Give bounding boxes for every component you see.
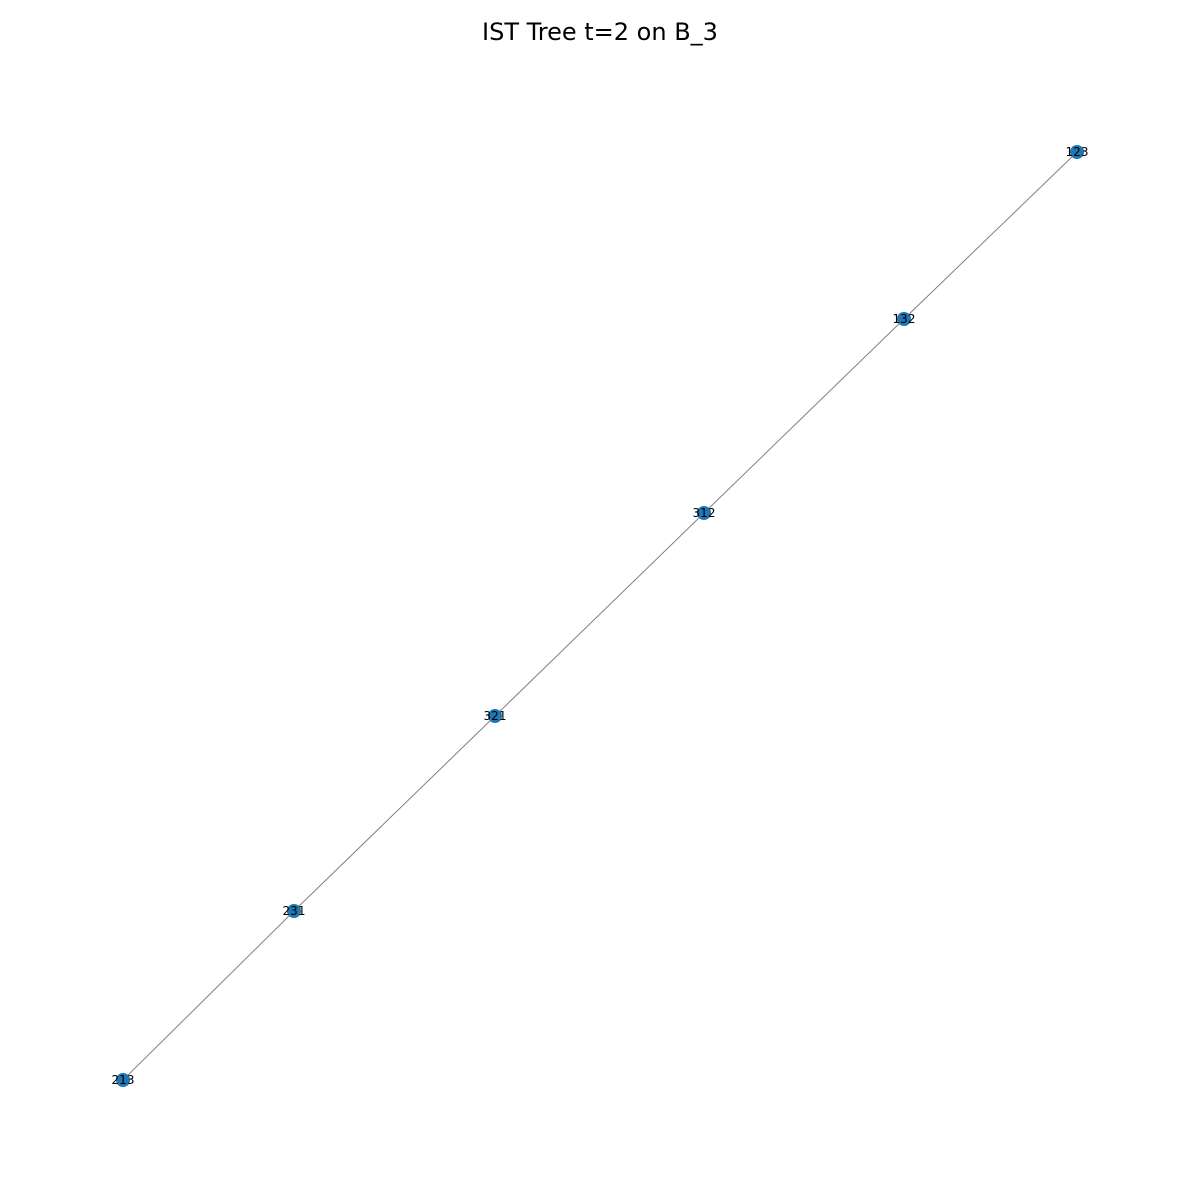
- diagram-title: IST Tree t=2 on B_3: [482, 18, 718, 46]
- node-label-123: 123: [1066, 145, 1089, 159]
- edge-312-321: [494, 512, 705, 717]
- edge-321-231: [293, 715, 496, 912]
- labels-layer: 123 132 312 321 231 213: [112, 145, 1089, 1087]
- nodes-layer: [116, 145, 1084, 1087]
- node-label-213: 213: [112, 1073, 135, 1087]
- node-312: [697, 506, 711, 520]
- edge-123-132: [903, 151, 1078, 320]
- node-123: [1070, 145, 1084, 159]
- node-label-132: 132: [893, 312, 916, 326]
- node-321: [488, 709, 502, 723]
- node-label-321: 321: [484, 709, 507, 723]
- node-132: [897, 312, 911, 326]
- node-213: [116, 1073, 130, 1087]
- edge-231-213: [122, 910, 295, 1081]
- edges-layer: [122, 151, 1078, 1081]
- edge-132-312: [703, 318, 905, 514]
- node-label-231: 231: [283, 904, 306, 918]
- node-label-312: 312: [693, 506, 716, 520]
- node-231: [287, 904, 301, 918]
